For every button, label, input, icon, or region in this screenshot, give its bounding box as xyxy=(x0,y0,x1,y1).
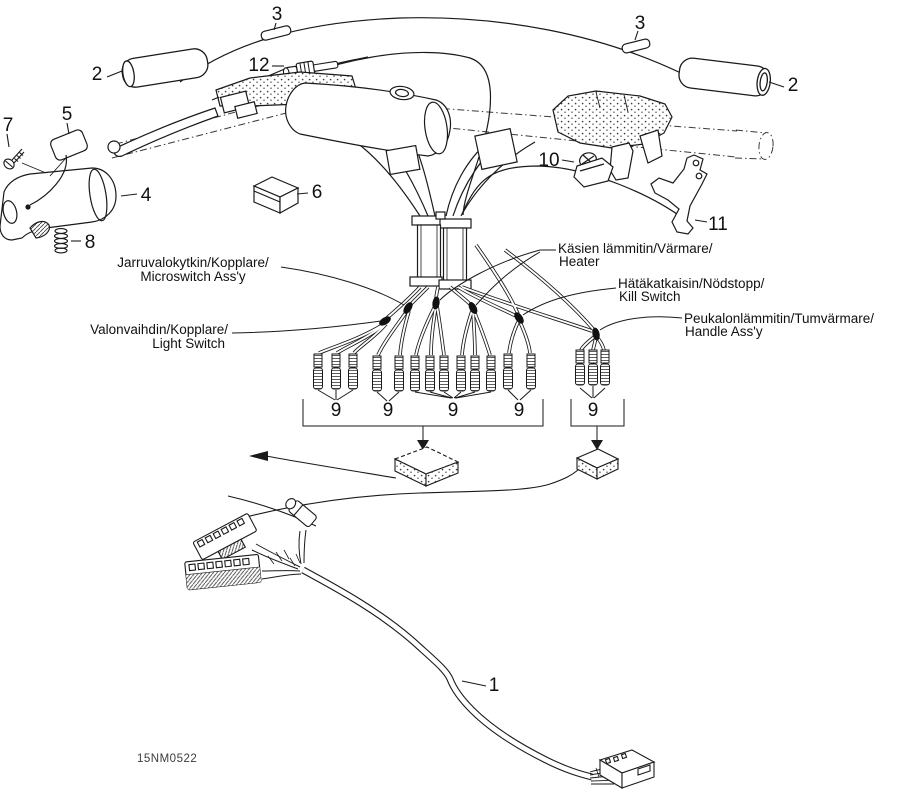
label-light-switch-line2: Light Switch xyxy=(152,336,225,351)
wire-clamp xyxy=(573,152,614,188)
label-handle-assy-line2: Handle Ass'y xyxy=(685,324,763,339)
harness-lead-wires xyxy=(251,529,307,580)
microswitch-pad xyxy=(50,129,88,161)
bundle-wires xyxy=(318,243,606,356)
lever-ball-end xyxy=(107,140,121,154)
throttle-trigger xyxy=(29,220,50,239)
harness-connector-c xyxy=(184,553,262,591)
screw xyxy=(3,148,25,170)
brake-master-cylinder-assembly xyxy=(107,71,518,176)
label-heater-line1: Käsien lämmitin/Värmare/ xyxy=(558,241,713,256)
component-labels: Jarruvalokytkin/Kopplare/ Microswitch As… xyxy=(90,241,874,351)
callout-3-right: 3 xyxy=(635,13,646,34)
main-harness xyxy=(184,498,656,789)
label-kill-switch-line1: Hätäkatkaisin/Nödstopp/ xyxy=(618,276,765,291)
down-arrow-icon xyxy=(591,440,603,450)
callout-8: 8 xyxy=(85,232,96,253)
harness-connector-b xyxy=(285,498,317,528)
right-grip xyxy=(678,57,772,97)
support-bracket xyxy=(650,154,708,235)
right-control-housing xyxy=(552,90,673,181)
left-arrow-icon xyxy=(249,451,268,461)
conduit-tubes xyxy=(409,211,472,290)
tie-part-right xyxy=(621,38,651,54)
spring xyxy=(53,228,69,254)
outer-harness-arc xyxy=(179,17,684,83)
tie-part-left xyxy=(260,25,292,41)
callout-9-group4: 9 xyxy=(514,400,525,421)
terminal-row xyxy=(313,349,610,392)
label-heater-line2: Heater xyxy=(559,254,600,269)
callout-1: 1 xyxy=(489,675,500,696)
left-reference-curve xyxy=(265,455,397,479)
callout-7: 7 xyxy=(3,115,14,136)
cable-tie-dots xyxy=(379,296,600,341)
switch-block xyxy=(252,176,300,215)
label-kill-switch-line2: Kill Switch xyxy=(619,289,681,304)
label-microswitch-line2: Microswitch Ass'y xyxy=(140,269,246,284)
drawing-number: 15NM0522 xyxy=(137,753,197,765)
banjo-fitting xyxy=(385,144,421,176)
callout-12: 12 xyxy=(248,55,269,76)
pad-wire xyxy=(29,154,68,206)
left-grip xyxy=(121,48,209,88)
callout-3-left: 3 xyxy=(272,4,283,25)
module-link-curve xyxy=(237,469,579,520)
label-handle-assy-line1: Peukalonlämmitin/Tumvärmare/ xyxy=(684,311,874,326)
callout-leaders xyxy=(6,22,785,687)
label-microswitch-line1: Jarruvalokytkin/Kopplare/ xyxy=(117,255,269,270)
harness-connector-d xyxy=(598,749,656,789)
harness-connector-a xyxy=(192,513,257,561)
callout-11: 11 xyxy=(708,214,728,235)
throttle-housing xyxy=(0,154,117,241)
callout-5: 5 xyxy=(62,104,73,125)
master-cylinder-body xyxy=(285,82,452,157)
callout-2-right: 2 xyxy=(788,75,799,96)
right-lower-arc xyxy=(461,165,685,220)
callout-9-group1: 9 xyxy=(331,400,342,421)
terminal-groups xyxy=(302,386,625,450)
inner-harness-arc xyxy=(247,51,492,216)
label-light-switch-line1: Valonvaihdin/Kopplare/ xyxy=(90,322,228,337)
brake-lever-blade xyxy=(113,107,219,157)
label-leaders xyxy=(231,249,683,334)
callout-2-left: 2 xyxy=(92,64,103,85)
callout-10: 10 xyxy=(538,150,559,171)
housing-arm xyxy=(609,142,634,181)
callout-4: 4 xyxy=(141,185,152,206)
connector-modules xyxy=(393,446,620,487)
callout-9-group3: 9 xyxy=(448,400,459,421)
harness-cable xyxy=(301,566,593,781)
callout-9-group2: 9 xyxy=(383,400,394,421)
callout-9-group5: 9 xyxy=(588,400,599,421)
down-arrow-icon xyxy=(417,440,429,450)
callout-6: 6 xyxy=(312,182,323,203)
